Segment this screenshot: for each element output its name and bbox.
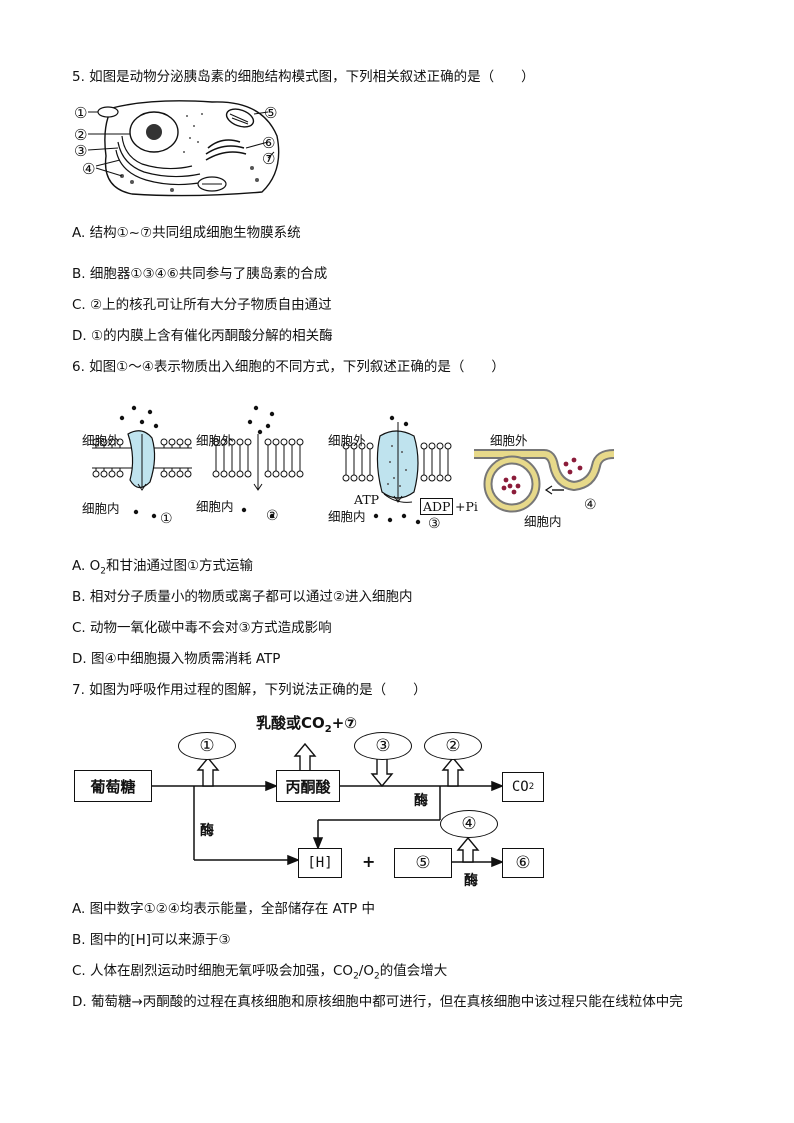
q6-panel-4-outside: 细胞外 [490, 433, 528, 448]
q6-panel-4-number: ④ [584, 497, 597, 513]
enzyme-label-2: 酶 [414, 793, 428, 809]
q5-label-7: ⑦ [262, 150, 276, 168]
q6-option-c: C. 动物一氧化碳中毒不会对③方式造成影响 [72, 620, 332, 636]
q6-panel-2-number: ② [266, 508, 279, 524]
q5-option-c: C. ②上的核孔可让所有大分子物质自由通过 [72, 297, 332, 313]
q7-option-a: A. 图中数字①②④均表示能量，全部储存在 ATP 中 [72, 901, 376, 917]
q6-panel-3-outside: 细胞外 [328, 433, 366, 448]
top-product-label: 乳酸或CO2+⑦ [256, 714, 358, 735]
box-6: ⑥ [502, 848, 544, 878]
enzyme-label-1: 酶 [200, 823, 214, 839]
q6-panel-3-number: ③ [428, 516, 441, 532]
q6-panel-2-inside: 细胞内 [196, 499, 234, 514]
q6-panel-2-membrane [212, 405, 304, 519]
q5-label-6: ⑥ [262, 134, 276, 152]
q6-option-b: B. 相对分子质量小的物质或离子都可以通过②进入细胞内 [72, 589, 413, 605]
q6-panel-1-inside: 细胞内 [82, 501, 120, 516]
oval-1: ① [178, 732, 236, 760]
box-5: ⑤ [394, 848, 452, 878]
q6-panel-4-membrane [474, 449, 614, 513]
glucose-box: 葡萄糖 [74, 770, 152, 802]
q6-panel-1-membrane [92, 405, 192, 519]
q5-label-3: ③ [74, 142, 88, 160]
q5-label-2: ② [74, 126, 88, 144]
q6-panel-1-outside: 细胞外 [82, 433, 120, 448]
oval-4: ④ [440, 810, 498, 838]
q6-option-a: A. O2和甘油通过图①方式运输 [72, 558, 254, 577]
q6-option-d: D. 图④中细胞摄入物质需消耗 ATP [72, 651, 281, 667]
q5-stem: 5. 如图是动物分泌胰岛素的细胞结构模式图，下列相关叙述正确的是（ ） [72, 69, 535, 85]
q7-stem: 7. 如图为呼吸作用过程的图解，下列说法正确的是（ ） [72, 682, 427, 698]
pyruvate-box: 丙酮酸 [276, 770, 340, 802]
q7-option-d: D. 葡萄糖→丙酮酸的过程在真核细胞和原核细胞中都可进行，但在真核细胞中该过程只… [72, 994, 683, 1010]
q7-option-b: B. 图中的[H]可以来源于③ [72, 932, 231, 948]
q6-panel-1-number: ① [160, 511, 173, 527]
q5-label-4: ④ [82, 160, 96, 178]
oval-3: ③ [354, 732, 412, 760]
q6-panel-3-membrane [342, 415, 452, 525]
q5-option-b: B. 细胞器①③④⑥共同参与了胰岛素的合成 [72, 266, 328, 282]
q6-panel-3-inside: 细胞内 [328, 509, 366, 524]
q5-label-1: ① [74, 104, 88, 122]
q6-panel-3-adp: ADP [420, 498, 454, 515]
q6-panel-2-outside: 细胞外 [196, 433, 234, 448]
q6-panel-4-inside: 细胞内 [524, 514, 562, 529]
q5-option-a: A. 结构①~⑦共同组成细胞生物膜系统 [72, 225, 301, 241]
h-box: [H] [298, 848, 342, 878]
q6-panel-3-pi: +Pi [455, 499, 478, 514]
q7-respiration-diagram-lines [152, 742, 505, 868]
oval-2: ② [424, 732, 482, 760]
enzyme-label-3: 酶 [464, 873, 478, 889]
q7-option-c: C. 人体在剧烈运动时细胞无氧呼吸会加强，CO2/O2的值会增大 [72, 963, 448, 982]
q5-option-d: D. ①的内膜上含有催化丙酮酸分解的相关酶 [72, 328, 333, 344]
q5-label-5: ⑤ [264, 104, 278, 122]
plus-sign: + [362, 852, 376, 871]
q5-cell-figure [87, 100, 280, 197]
q6-stem: 6. 如图①～④表示物质出入细胞的不同方式，下列叙述正确的是（ ） [72, 359, 505, 375]
q6-panel-3-atp: ATP [354, 492, 380, 507]
